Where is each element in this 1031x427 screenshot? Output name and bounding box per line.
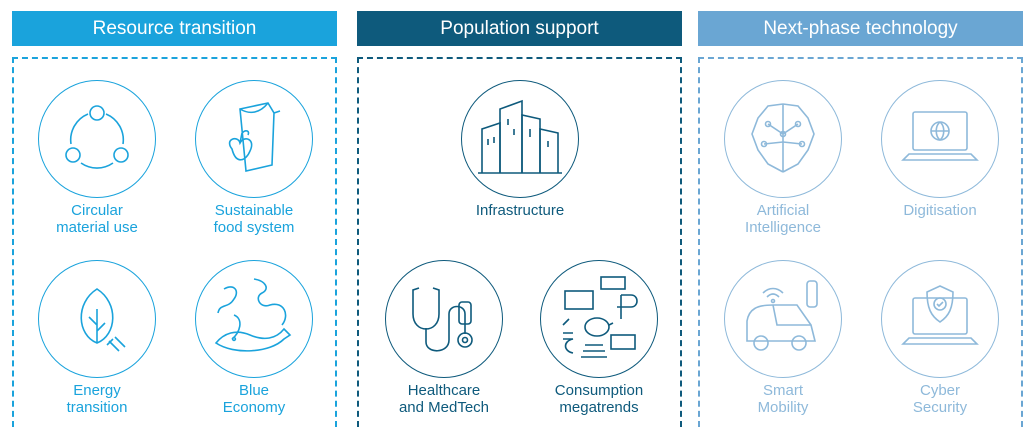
food-bag-apple-icon [195, 80, 313, 198]
header-title: Next-phase technology [763, 17, 958, 39]
laptop-shield-icon [881, 260, 999, 378]
column-population-support: Population support Infrastructure Health… [357, 11, 682, 427]
item-label-infrastructure: Infrastructure [475, 202, 565, 219]
item-label-digitisation: Digitisation [903, 202, 977, 219]
header-title: Resource transition [92, 17, 257, 39]
stethoscope-icon [385, 260, 503, 378]
header-resource-transition: Resource transition [12, 11, 337, 46]
smart-car-icon [724, 260, 842, 378]
leaf-plug-icon [38, 260, 156, 378]
header-population-support: Population support [357, 11, 682, 46]
header-next-phase-technology: Next-phase technology [698, 11, 1023, 46]
laptop-globe-icon [881, 80, 999, 198]
ai-brain-circuit-icon [724, 80, 842, 198]
money-piggybank-icon [540, 260, 658, 378]
globe-whale-icon [195, 260, 313, 378]
circular-arrows-icon [38, 80, 156, 198]
header-title: Population support [440, 17, 599, 39]
city-buildings-icon [461, 80, 579, 198]
